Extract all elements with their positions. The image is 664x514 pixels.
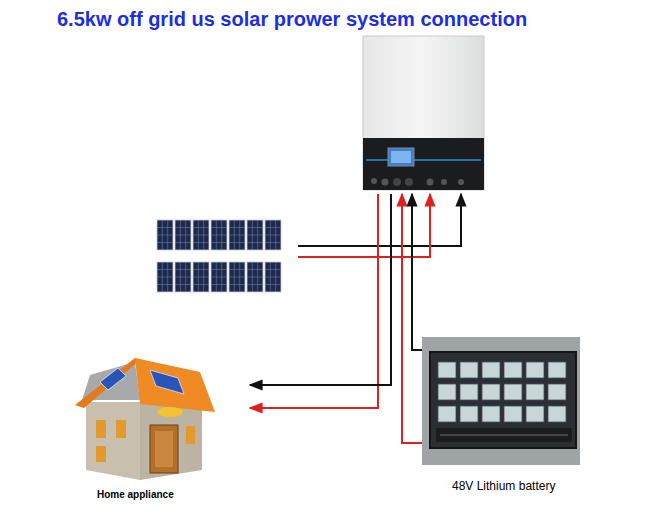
house	[75, 358, 215, 480]
illustration-caption: 48V Lithium battery	[452, 479, 555, 493]
solar-panels	[157, 220, 281, 292]
inverter	[363, 36, 484, 190]
title: 6.5kw off grid us solar prower system co…	[57, 8, 527, 31]
illustration-caption: Home appliance	[97, 489, 174, 500]
battery	[422, 337, 580, 465]
